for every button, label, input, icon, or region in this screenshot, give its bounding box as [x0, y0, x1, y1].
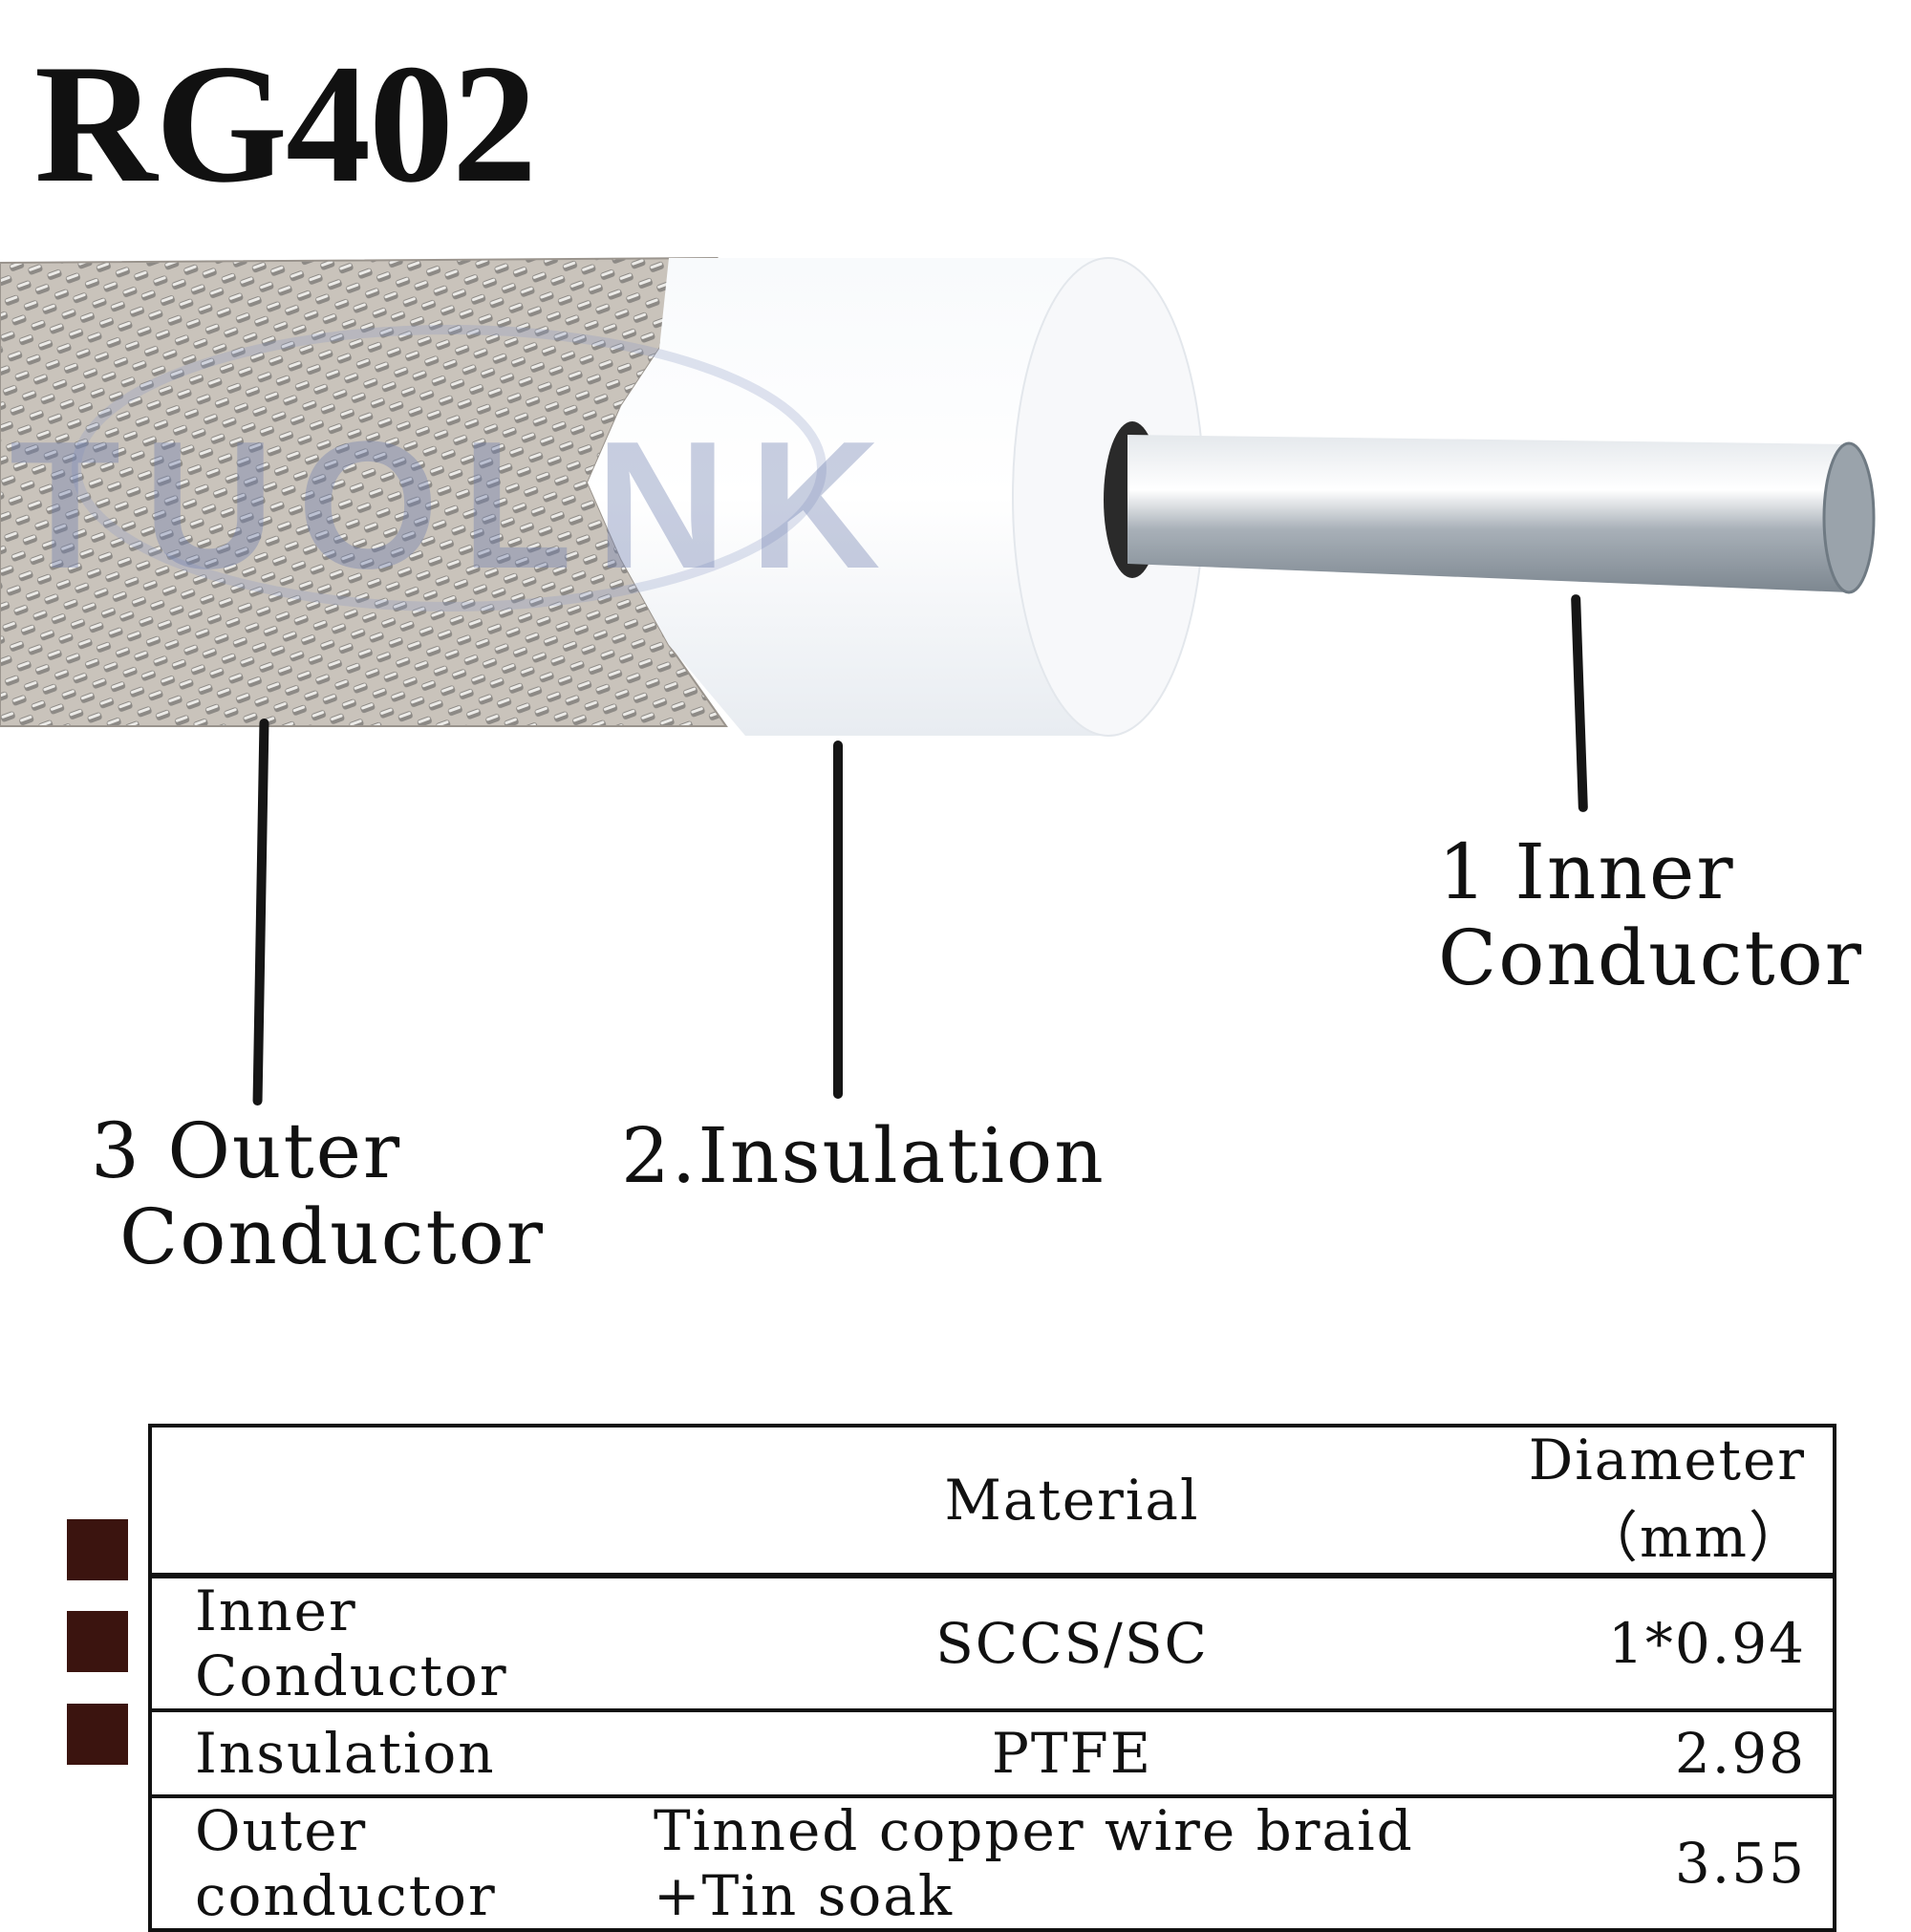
- callout-inner-line2: Conductor: [1438, 913, 1863, 1002]
- callout-inner-conductor: 1 Inner Conductor: [1438, 829, 1863, 1001]
- spec-table: Material Diameter（mm） Inner Conductor SC…: [148, 1424, 1836, 1932]
- cell-component: Insulation: [148, 1708, 654, 1798]
- inner-conductor-pin: [1127, 435, 1849, 592]
- swatch-outer-conductor: [67, 1704, 128, 1765]
- cell-diameter: 1*0.94: [1491, 1574, 1836, 1712]
- inner-conductor-tip: [1822, 441, 1876, 594]
- cell-component: Inner Conductor: [148, 1574, 654, 1712]
- cell-diameter: 2.98: [1491, 1708, 1836, 1798]
- page-title: RG402: [34, 29, 537, 218]
- swatch-insulation: [67, 1611, 128, 1672]
- table-row: Inner Conductor SCCS/SC 1*0.94: [148, 1574, 1836, 1712]
- callout-insulation: 2.Insulation: [621, 1111, 1106, 1200]
- callout-outer-line2: Conductor: [119, 1192, 545, 1281]
- leader-line-outer: [252, 718, 269, 1106]
- cell-material: PTFE: [654, 1708, 1491, 1798]
- header-component: [148, 1424, 654, 1578]
- header-material: Material: [654, 1424, 1491, 1578]
- callout-inner-line1: 1 Inner: [1438, 827, 1735, 916]
- cell-material: SCCS/SC: [654, 1574, 1491, 1712]
- watermark-text: TUOLNK: [10, 404, 904, 607]
- leader-line-insulation: [833, 741, 843, 1099]
- table-header-row: Material Diameter（mm）: [148, 1424, 1836, 1578]
- callout-outer-line1: 3 Outer: [91, 1106, 402, 1195]
- insulation-body: [588, 258, 1108, 736]
- watermark-globe: [72, 325, 827, 612]
- cell-material: Tinned copper wire braid +Tin soak: [654, 1794, 1491, 1932]
- cell-diameter: 3.55: [1491, 1794, 1836, 1932]
- header-diameter: Diameter（mm）: [1491, 1424, 1836, 1578]
- swatch-inner-conductor: [67, 1519, 128, 1580]
- cable-illustration: [0, 256, 1876, 737]
- callout-outer-conductor: 3 Outer Conductor: [91, 1108, 545, 1280]
- table-row: Insulation PTFE 2.98: [148, 1708, 1836, 1798]
- cell-component: Outer conductor: [148, 1794, 654, 1932]
- table-row: Outer conductor Tinned copper wire braid…: [148, 1794, 1836, 1932]
